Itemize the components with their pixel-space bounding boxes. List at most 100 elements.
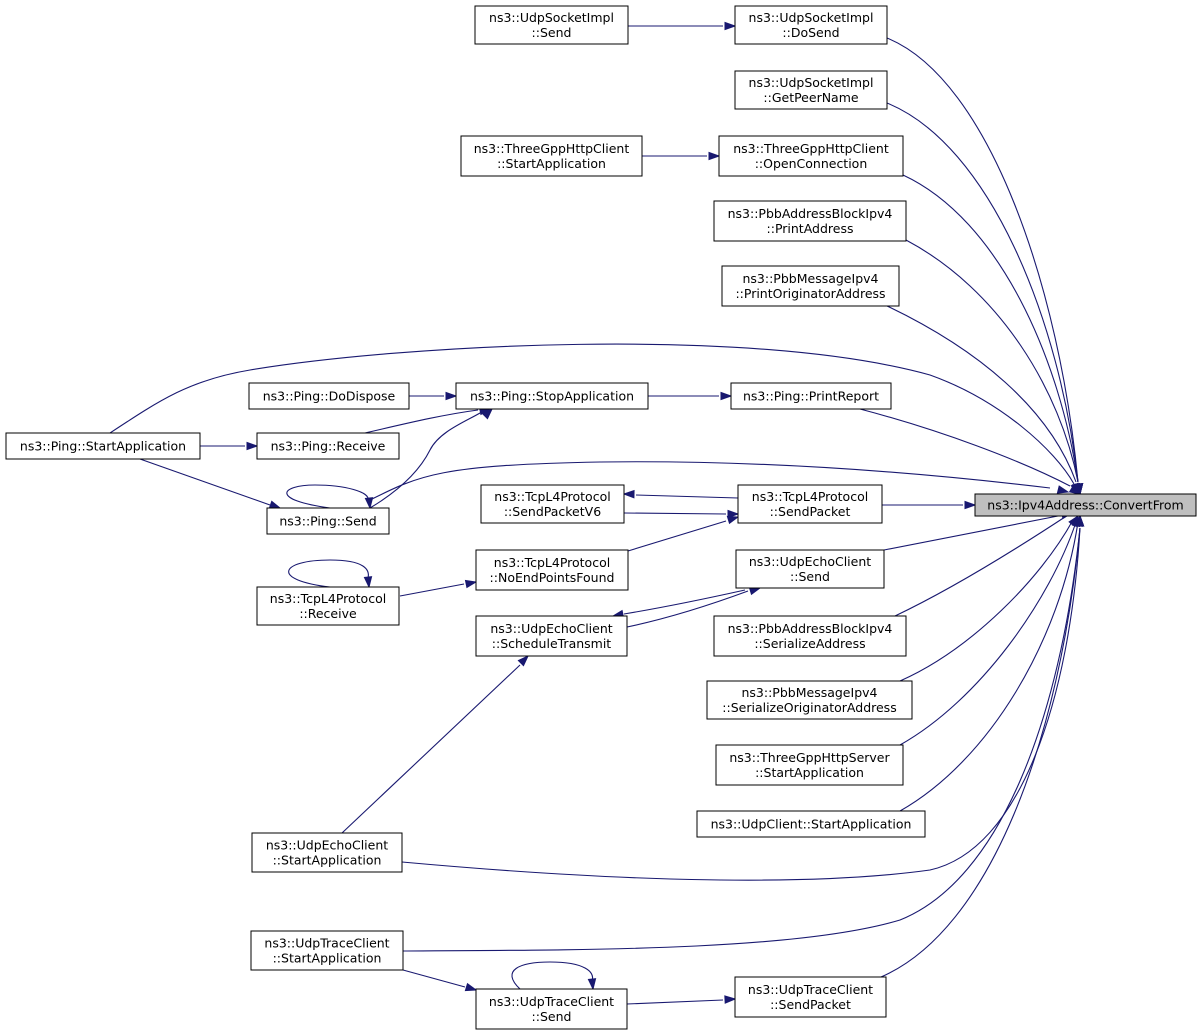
node-box[interactable] [460, 135, 643, 177]
call-edge [905, 239, 1079, 483]
call-edge [109, 343, 1075, 485]
node-label: ::ScheduleTransmit [492, 636, 612, 651]
arrowhead-icon [727, 509, 740, 519]
node-label: ns3::PbbAddressBlockIpv4 [728, 206, 893, 221]
node-box[interactable] [248, 382, 410, 410]
node-label: ::SerializeAddress [754, 636, 865, 651]
node-threegpp-client-openconn[interactable]: ns3::ThreeGppHttpClient::OpenConnection [718, 135, 904, 177]
arrowhead-icon [246, 441, 259, 451]
node-box[interactable] [734, 5, 888, 45]
call-edge [364, 409, 479, 434]
call-edge [627, 520, 727, 552]
node-ping-stopapp[interactable]: ns3::Ping::StopApplication [455, 382, 649, 410]
node-box[interactable] [256, 586, 400, 626]
node-label: ns3::Ping::DoDispose [263, 389, 396, 404]
arrowhead-icon [720, 391, 733, 401]
node-box[interactable] [735, 549, 885, 589]
node-label: ::Send [532, 25, 572, 40]
call-edge [884, 304, 1077, 483]
node-pbb-block-serialize[interactable]: ns3::PbbAddressBlockIpv4::SerializeAddre… [713, 615, 907, 657]
arrowhead-icon [1075, 514, 1085, 527]
arrowhead-icon [481, 407, 494, 420]
arrowhead-icon [517, 654, 530, 667]
arrowhead-icon [364, 497, 374, 510]
arrowhead-icon [724, 21, 737, 31]
node-box[interactable] [475, 988, 628, 1030]
node-udp-socket-getpeername[interactable]: ns3::UdpSocketImpl::GetPeerName [734, 70, 888, 110]
node-udptrace-send[interactable]: ns3::UdpTraceClient::Send [475, 988, 628, 1030]
node-ping-startapp[interactable]: ns3::Ping::StartApplication [5, 432, 201, 460]
arrowhead-icon [724, 995, 737, 1004]
node-label: ::StartApplication [497, 156, 606, 171]
node-box[interactable] [250, 930, 404, 971]
node-udptrace-sendpacket[interactable]: ns3::UdpTraceClient::SendPacket [734, 976, 887, 1018]
call-edge [401, 527, 1081, 881]
node-box[interactable] [713, 615, 907, 657]
node-label: ns3::TcpL4Protocol [752, 489, 868, 504]
node-box[interactable] [480, 484, 625, 524]
node-label: ::GetPeerName [763, 90, 859, 105]
node-box[interactable] [713, 200, 907, 242]
node-box[interactable] [475, 615, 628, 657]
nodes: ns3::Ipv4Address::ConvertFrom ns3::UdpSoc… [5, 5, 1197, 1030]
node-box[interactable] [475, 549, 629, 591]
node-label: ::SendPacket [770, 504, 851, 519]
node-label: ns3::Ping::PrintReport [743, 389, 879, 404]
node-udpclient-start[interactable]: ns3::UdpClient::StartApplication [696, 810, 926, 838]
node-box[interactable] [734, 70, 888, 110]
node-pbb-block-printaddress[interactable]: ns3::PbbAddressBlockIpv4::PrintAddress [713, 200, 907, 242]
node-box[interactable] [734, 976, 887, 1018]
node-udpecho-send[interactable]: ns3::UdpEchoClient::Send [735, 549, 885, 589]
node-threegpp-server-start[interactable]: ns3::ThreeGppHttpServer::StartApplicatio… [715, 744, 904, 786]
call-edge [899, 521, 1079, 812]
node-label: ns3::Ping::StartApplication [20, 439, 186, 454]
node-label: ::SendPacket [770, 997, 851, 1012]
node-pbb-msg-serializeorig[interactable]: ns3::PbbMessageIpv4::SerializeOriginator… [706, 680, 913, 720]
node-box[interactable] [730, 382, 892, 410]
call-edge [626, 590, 749, 628]
node-udp-socket-dosend[interactable]: ns3::UdpSocketImpl::DoSend [734, 5, 888, 45]
node-tcp-sendpacket[interactable]: ns3::TcpL4Protocol::SendPacket [737, 484, 883, 524]
node-pbb-msg-printorig[interactable]: ns3::PbbMessageIpv4::PrintOriginatorAddr… [721, 265, 900, 307]
node-threegpp-client-start[interactable]: ns3::ThreeGppHttpClient::StartApplicatio… [460, 135, 643, 177]
node-label: ::PrintOriginatorAddress [735, 286, 885, 301]
call-edge [623, 512, 727, 515]
node-label: ::SerializeOriginatorAddress [722, 700, 896, 715]
node-root[interactable]: ns3::Ipv4Address::ConvertFrom [974, 493, 1197, 517]
node-box[interactable] [256, 432, 400, 460]
node-box[interactable] [737, 484, 883, 524]
node-udpecho-schedule[interactable]: ns3::UdpEchoClient::ScheduleTransmit [475, 615, 628, 657]
node-label: ns3::UdpEchoClient [266, 838, 388, 853]
node-box[interactable] [721, 265, 900, 307]
node-box[interactable] [715, 744, 904, 786]
node-ping-send[interactable]: ns3::Ping::Send [266, 507, 390, 535]
node-ping-receive[interactable]: ns3::Ping::Receive [256, 432, 400, 460]
node-udpecho-start[interactable]: ns3::UdpEchoClient::StartApplication [251, 832, 403, 873]
node-label: ns3::Ping::Send [279, 514, 376, 529]
node-ping-dodispose[interactable]: ns3::Ping::DoDispose [248, 382, 410, 410]
node-label: ns3::PbbMessageIpv4 [743, 271, 879, 286]
call-edge [886, 37, 1079, 483]
call-edge [880, 527, 1081, 978]
node-tcp-receive[interactable]: ns3::TcpL4Protocol::Receive [256, 586, 400, 626]
node-udptrace-start[interactable]: ns3::UdpTraceClient::StartApplication [250, 930, 404, 971]
node-ping-printreport[interactable]: ns3::Ping::PrintReport [730, 382, 892, 410]
node-box[interactable] [974, 493, 1197, 517]
node-label: ::NoEndPointsFound [490, 570, 615, 585]
node-box[interactable] [266, 507, 390, 535]
node-box[interactable] [718, 135, 904, 177]
node-box[interactable] [455, 382, 649, 410]
node-box[interactable] [696, 810, 926, 838]
node-box[interactable] [706, 680, 913, 720]
node-box[interactable] [5, 432, 201, 460]
node-label: ns3::TcpL4Protocol [270, 591, 386, 606]
call-edge [369, 461, 1051, 501]
node-udp-socket-send[interactable]: ns3::UdpSocketImpl::Send [474, 5, 629, 45]
node-label: ns3::UdpEchoClient [749, 554, 871, 569]
node-label: ::Receive [299, 606, 357, 621]
node-tcp-sendpacketv6[interactable]: ns3::TcpL4Protocol::SendPacketV6 [480, 484, 625, 524]
node-box[interactable] [251, 832, 403, 873]
node-label: ns3::Ping::StopApplication [470, 389, 634, 404]
node-box[interactable] [474, 5, 629, 45]
node-tcp-noendpoints[interactable]: ns3::TcpL4Protocol::NoEndPointsFound [475, 549, 629, 591]
